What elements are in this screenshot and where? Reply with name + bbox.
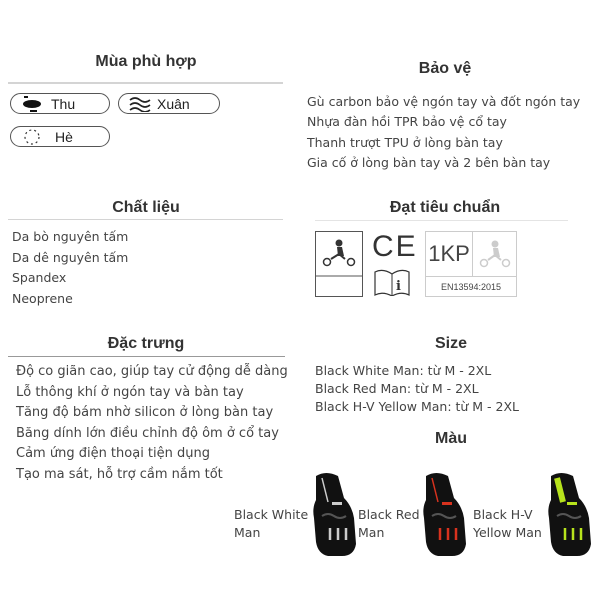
list-item: Nhựa đàn hồi TPR bảo vệ cổ tay — [307, 114, 507, 130]
list-item: Gù carbon bảo vệ ngón tay và đốt ngón ta… — [307, 94, 581, 109]
divider — [8, 219, 283, 220]
motorcycle-certification-icon — [315, 231, 363, 297]
season-label: Thu — [51, 95, 76, 112]
list-item: Độ co giãn cao, giúp tay cử động dễ dàng — [16, 364, 288, 379]
divider — [8, 356, 285, 357]
color-option-label[interactable]: Black White Man — [234, 507, 309, 540]
list-item: Da dê nguyên tấm — [12, 249, 129, 265]
divider — [315, 220, 568, 221]
size-list: Black White Man: từ M - 2XL Black Red Ma… — [315, 362, 519, 416]
list-item: Black H-V Yellow Man: từ M - 2XL — [315, 399, 520, 414]
list-item: Da bò nguyên tấm — [12, 229, 129, 244]
list-item: Cảm ứng điện thoại tiện dụng — [16, 446, 210, 461]
manual-info-icon: i — [374, 269, 410, 296]
list-item: Neoprene — [12, 291, 73, 307]
level-label: 1KP — [426, 232, 473, 276]
glove-image-black-yellow[interactable] — [542, 472, 594, 558]
level-badge: 1KP EN13594:2015 — [425, 231, 517, 297]
motorcycle-icon — [479, 240, 511, 268]
size-title: Size — [434, 335, 467, 352]
season-xuan: Xuân — [118, 93, 220, 114]
cloud-icon — [23, 95, 41, 112]
list-item: Thanh trượt TPU ở lòng bàn tay — [307, 134, 503, 150]
list-item: Lỗ thông khí ở ngón tay và bàn tay — [16, 384, 244, 400]
glove-image-black-red[interactable] — [418, 472, 468, 558]
season-label: Xuân — [157, 95, 190, 112]
norm-label: EN13594:2015 — [426, 276, 516, 297]
list-item: Tăng độ bám nhờ silicon ở lòng bàn tay — [16, 405, 274, 420]
standard-title: Đạt tiêu chuẩn — [389, 199, 501, 216]
ce-mark-icon: CE — [372, 230, 418, 263]
season-label: Hè — [55, 128, 73, 145]
list-item: Black Red Man: từ M - 2XL — [315, 381, 479, 396]
list-item: Tạo ma sát, hỗ trợ cầm nắm tốt — [16, 466, 223, 482]
material-list: Da bò nguyên tấm Da dê nguyên tấm Spande… — [12, 227, 128, 310]
material-title: Chất liệu — [112, 199, 180, 216]
protection-title: Bảo vệ — [418, 60, 472, 77]
season-he: Hè — [10, 126, 110, 147]
colors-title: Màu — [435, 430, 467, 447]
list-item: Black White Man: từ M - 2XL — [315, 363, 492, 378]
features-title: Đặc trưng — [107, 335, 185, 352]
glove-image-black-white[interactable] — [308, 472, 358, 558]
list-item: Spandex — [12, 270, 67, 286]
color-option-label[interactable]: Black H-V Yellow Man — [473, 507, 542, 540]
svg-text:i: i — [396, 279, 401, 294]
list-item: Băng dính lớn điều chỉnh độ ôm ở cổ tay — [16, 425, 279, 441]
season-thu: Thu — [10, 93, 110, 114]
seasons-title: Mùa phù hợp — [95, 53, 197, 70]
features-list: Độ co giãn cao, giúp tay cử động dễ dàng… — [16, 362, 288, 485]
protection-list: Gù carbon bảo vệ ngón tay và đốt ngón ta… — [307, 92, 580, 173]
list-item: Gia cố ở lòng bàn tay và 2 bên bàn tay — [307, 154, 551, 170]
wind-icon — [129, 96, 151, 112]
color-option-label[interactable]: Black Red Man — [358, 507, 420, 540]
divider — [8, 82, 283, 84]
sun-icon — [24, 128, 40, 145]
